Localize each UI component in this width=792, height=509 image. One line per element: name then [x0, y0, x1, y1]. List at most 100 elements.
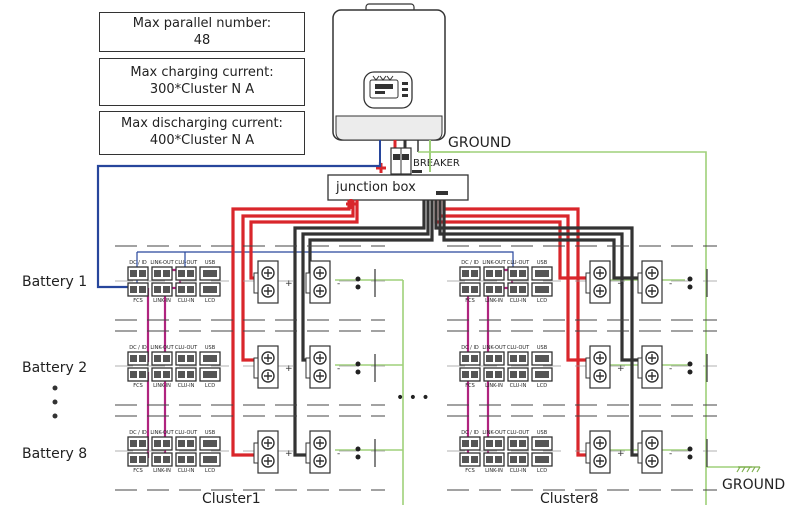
polarity-icon: + [617, 279, 625, 289]
spec-value: 300*Cluster N A [149, 82, 255, 97]
battery-module: DC / IDFCSLINK-OUTLINK-INCLU-OUTCLU-INUS… [447, 245, 717, 321]
ground-stud-icon [687, 284, 693, 290]
cluster-8-label: Cluster8 [540, 491, 599, 507]
port-label: LINK-OUT [482, 260, 506, 266]
ground-symbol [736, 466, 761, 473]
port-label: USB [537, 345, 548, 351]
port-label: USB [205, 260, 216, 266]
polarity-icon: - [337, 279, 340, 289]
terminal-block: + [585, 345, 625, 389]
spec-max-parallel: Max parallel number: 48 [99, 12, 305, 52]
port-label: FCS [465, 298, 475, 304]
port-label: DC / ID [461, 430, 479, 436]
terminal-block: - [637, 260, 672, 304]
spec-value: 48 [193, 33, 211, 48]
polarity-icon: + [285, 449, 293, 459]
port-label: FCS [465, 468, 475, 474]
ground-stud-icon [687, 454, 693, 460]
ground-stud-icon [687, 276, 693, 282]
horizontal-ellipsis: • • • [396, 390, 430, 406]
port-label: CLU-OUT [507, 430, 530, 436]
polarity-icon: + [617, 449, 625, 459]
battery-2-label: Battery 2 [22, 360, 87, 376]
ground-stud-icon [687, 361, 693, 367]
port-panel: DC / IDFCSLINK-OUTLINK-INCLU-OUTCLU-INUS… [459, 345, 553, 389]
polarity-icon: - [669, 449, 672, 459]
battery-module: DC / IDFCSLINK-OUTLINK-INCLU-OUTCLU-INUS… [115, 330, 385, 406]
spec-value: 400*Cluster N A [149, 133, 255, 148]
port-panel: DC / IDFCSLINK-OUTLINK-INCLU-OUTCLU-INUS… [127, 430, 221, 474]
spec-label: Max parallel number: [132, 16, 272, 31]
ground-stud-icon [355, 369, 361, 375]
cluster-1-label: Cluster1 [202, 491, 261, 507]
vertical-ellipsis [52, 385, 58, 419]
port-label: CLU-IN [510, 468, 527, 474]
terminal-block: - [305, 345, 340, 389]
port-label: LCD [205, 298, 215, 304]
terminal-block: - [637, 430, 672, 474]
ground-stud-icon [355, 276, 361, 282]
port-label: LINK-IN [153, 468, 171, 474]
spec-max-discharging: Max discharging current: 400*Cluster N A [99, 111, 305, 155]
port-panel: DC / IDFCSLINK-OUTLINK-INCLU-OUTCLU-INUS… [127, 260, 221, 304]
battery-1-label: Battery 1 [22, 274, 87, 290]
port-label: USB [537, 260, 548, 266]
port-label: CLU-IN [178, 383, 195, 389]
spec-max-charging: Max charging current: 300*Cluster N A [99, 58, 305, 106]
port-label: FCS [133, 298, 143, 304]
port-label: CLU-IN [510, 298, 527, 304]
ground-stud-icon [355, 361, 361, 367]
port-panel: DC / IDFCSLINK-OUTLINK-INCLU-OUTCLU-INUS… [459, 430, 553, 474]
ground-stud-icon [687, 446, 693, 452]
port-label: CLU-OUT [175, 345, 198, 351]
port-label: CLU-IN [178, 298, 195, 304]
terminal-block: - [305, 430, 340, 474]
port-label: LINK-OUT [150, 260, 174, 266]
polarity-icon: + [285, 364, 293, 374]
port-label: CLU-IN [178, 468, 195, 474]
battery-module: DC / IDFCSLINK-OUTLINK-INCLU-OUTCLU-INUS… [115, 415, 385, 491]
terminal-block: + [253, 345, 293, 389]
battery-8-label: Battery 8 [22, 446, 87, 462]
port-label: CLU-IN [510, 383, 527, 389]
polarity-icon: - [337, 364, 340, 374]
terminal-block: + [253, 430, 293, 474]
port-label: LCD [537, 383, 547, 389]
negative-cables [293, 200, 638, 457]
port-label: LCD [537, 468, 547, 474]
ground-top-label: GROUND [448, 135, 511, 151]
battery-module: DC / IDFCSLINK-OUTLINK-INCLU-OUTCLU-INUS… [115, 245, 385, 321]
port-label: FCS [133, 468, 143, 474]
port-label: LCD [205, 468, 215, 474]
port-label: CLU-OUT [175, 430, 198, 436]
port-label: DC / ID [129, 345, 147, 351]
breaker: BREAKER [376, 147, 460, 175]
terminal-block: + [253, 260, 293, 304]
polarity-icon: - [669, 364, 672, 374]
comm-cable [96, 162, 382, 289]
port-label: LINK-IN [485, 468, 503, 474]
port-label: CLU-OUT [175, 260, 198, 266]
ground-stud-icon [355, 284, 361, 290]
port-label: LINK-OUT [482, 345, 506, 351]
polarity-icon: - [669, 279, 672, 289]
port-label: LCD [205, 383, 215, 389]
port-label: DC / ID [461, 345, 479, 351]
ground-wires [335, 151, 752, 505]
polarity-icon: + [617, 364, 625, 374]
battery-module: DC / IDFCSLINK-OUTLINK-INCLU-OUTCLU-INUS… [447, 415, 717, 491]
port-label: LINK-IN [153, 298, 171, 304]
junction-box-label: junction box [335, 180, 416, 195]
port-label: LINK-OUT [150, 430, 174, 436]
port-label: LINK-IN [485, 298, 503, 304]
port-label: LINK-IN [153, 383, 171, 389]
spec-label: Max charging current: [130, 65, 274, 80]
port-label: CLU-OUT [507, 260, 530, 266]
ground-stud-icon [687, 369, 693, 375]
port-label: LINK-OUT [150, 345, 174, 351]
port-label: FCS [465, 383, 475, 389]
inverter [332, 3, 446, 141]
port-label: USB [537, 430, 548, 436]
battery-modules: DC / ID FCS LINK-OUT LINK-IN CLU-OUT CLU-IN US… [115, 245, 717, 491]
